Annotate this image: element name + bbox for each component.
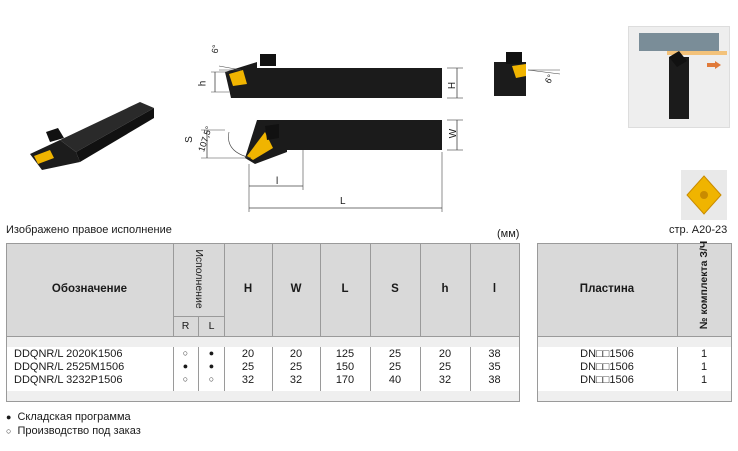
dim-L-label: L: [340, 196, 346, 207]
cell-version-r: ○: [182, 374, 189, 384]
table-row: DDQNR/L 2525M1506 ● ● 25 25 150 25 25 35: [6, 361, 520, 374]
dim-angle-front: 6°: [209, 43, 221, 55]
cell-kit: 1: [700, 348, 708, 360]
col-L-header: L: [341, 283, 349, 295]
legend: ● Складская программа ○ Производство под з…: [6, 411, 141, 439]
col-version-l: L: [208, 320, 215, 332]
insert-table: Пластина № комплекта З/Ч DN□□1506 1 DN□□…: [537, 241, 732, 402]
col-version-header: Исполнение: [193, 249, 205, 309]
cell-version-l: ●: [208, 348, 215, 358]
cell-insert: DN□□1506: [580, 361, 634, 373]
cell-H: 25: [241, 361, 255, 373]
cell-S: 40: [388, 374, 402, 386]
cell-H: 20: [241, 348, 255, 360]
insert-page-ref: стр. A20-23: [669, 224, 728, 236]
dim-H-label: H: [447, 81, 459, 90]
dim-S-label: S: [183, 136, 195, 143]
table-row: DN□□1506 1: [537, 374, 732, 387]
application-diagram: [639, 33, 727, 119]
application-thumbnail: [628, 26, 730, 128]
open-circle-icon: ○: [6, 426, 12, 436]
tool-front-view-drawing: [201, 54, 463, 212]
legend-label: Складская программа: [17, 411, 131, 423]
cell-l: 35: [488, 361, 501, 373]
cell-designation: DDQNR/L 3232P1506: [14, 374, 123, 386]
spec-table: Обозначение Исполнение R L H W L S h l D…: [6, 243, 520, 402]
cell-L: 150: [335, 361, 355, 373]
cell-version-l: ●: [208, 361, 215, 371]
col-S-header: S: [391, 283, 399, 295]
filled-circle-icon: ●: [6, 412, 12, 422]
col-h-header: h: [441, 283, 449, 295]
legend-label: Производство под заказ: [17, 425, 141, 437]
col-kit-header: № комплекта З/Ч: [698, 240, 710, 330]
image-caption: Изображено правое исполнение: [6, 224, 172, 236]
spec-table-header: [6, 243, 520, 336]
cell-version-r: ○: [182, 348, 189, 358]
legend-item: ○ Производство под заказ: [6, 425, 141, 439]
insert-icon: [686, 175, 722, 215]
table-row: DN□□1506 1: [537, 348, 732, 361]
cell-h: 20: [438, 348, 452, 360]
cell-H: 32: [241, 374, 255, 386]
tool-3d-illustration: [30, 102, 154, 170]
cell-L: 170: [335, 374, 355, 386]
cell-W: 25: [289, 361, 303, 373]
dim-l-label: l: [276, 176, 279, 187]
cell-kit: 1: [700, 374, 708, 386]
units-caption: (мм): [497, 228, 520, 240]
cell-L: 125: [335, 348, 355, 360]
cell-l: 38: [488, 374, 501, 386]
table-row: DDQNR/L 3232P1506 ○ ○ 32 32 170 40 32 38: [6, 374, 520, 387]
legend-item: ● Складская программа: [6, 411, 141, 425]
col-W-header: W: [290, 283, 302, 295]
cell-designation: DDQNR/L 2525M1506: [14, 361, 125, 373]
cell-l: 38: [488, 348, 501, 360]
cell-insert: DN□□1506: [580, 348, 634, 360]
cell-version-r: ●: [182, 361, 189, 371]
col-l-header: l: [492, 283, 497, 295]
cell-h: 25: [438, 361, 452, 373]
cell-version-l: ○: [208, 374, 215, 384]
cell-designation: DDQNR/L 2020K1506: [14, 348, 123, 360]
cell-S: 25: [388, 348, 402, 360]
col-insert-header: Пластина: [579, 283, 635, 295]
cell-S: 25: [388, 361, 402, 373]
table-row: DDQNR/L 2020K1506 ○ ● 20 20 125 25 20 38: [6, 348, 520, 361]
tool-side-view-drawing: [494, 52, 561, 96]
col-version-r: R: [181, 320, 190, 332]
col-designation-header: Обозначение: [51, 283, 128, 295]
cell-W: 20: [289, 348, 303, 360]
cell-h: 32: [438, 374, 452, 386]
cell-kit: 1: [700, 361, 708, 373]
insert-thumbnail: [681, 170, 727, 220]
cell-insert: DN□□1506: [580, 374, 634, 386]
table-row: DN□□1506 1: [537, 361, 732, 374]
col-H-header: H: [243, 283, 253, 295]
cell-W: 32: [289, 374, 303, 386]
dim-h-label: h: [197, 80, 209, 87]
dim-W-label: W: [448, 128, 460, 139]
